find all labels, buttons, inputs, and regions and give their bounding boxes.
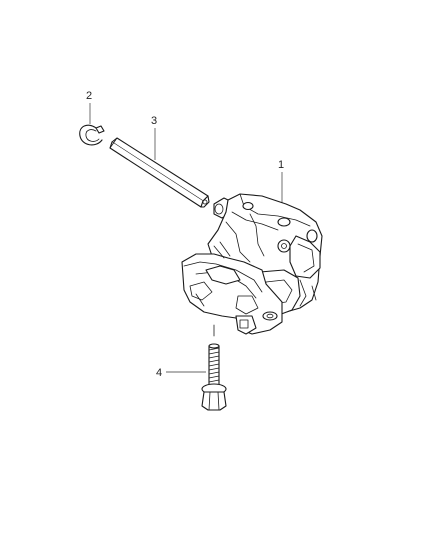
callout-4-label: 4	[156, 367, 162, 379]
callout-3-label: 3	[151, 115, 157, 127]
drive-shaft	[109, 137, 210, 208]
callout-1-label: 1	[278, 159, 284, 171]
oil-pump-assembly	[181, 193, 323, 335]
callout-2-label: 2	[86, 90, 92, 102]
mounting-bolt	[201, 343, 227, 411]
retaining-ring	[79, 124, 105, 146]
